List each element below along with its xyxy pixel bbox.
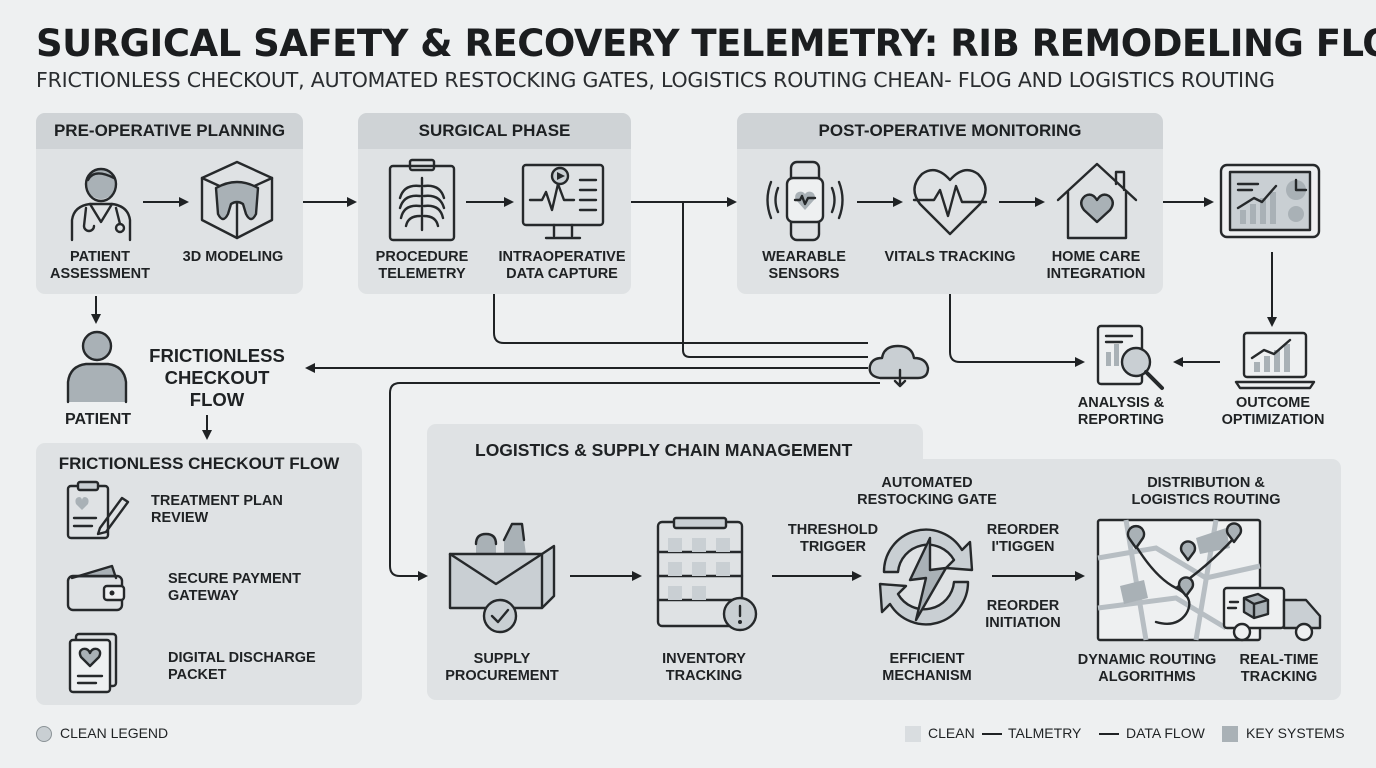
home-heart-icon xyxy=(1054,160,1140,242)
intraoperative-capture-label: INTRAOPERATIVE DATA CAPTURE xyxy=(498,249,626,282)
supply-procurement-label: SUPPLY PROCUREMENT xyxy=(445,651,559,684)
delivery-truck-icon xyxy=(1220,582,1326,644)
surgical-panel: SURGICAL PHASE xyxy=(358,113,631,294)
outcome-optimization-label: OUTCOME OPTIMIZATION xyxy=(1221,395,1325,428)
monitor-ecg-icon xyxy=(520,162,606,242)
restock-cycle-icon xyxy=(870,520,982,634)
legend-telemetry-label: TALMETRY xyxy=(1008,725,1082,741)
reorder-trigger-label: REORDER I'TIGGEN xyxy=(986,522,1060,555)
legend-dataflow-label: DATA FLOW xyxy=(1126,725,1205,741)
clipboard-pen-icon xyxy=(64,480,130,542)
distribution-routing-title: DISTRIBUTION & LOGISTICS ROUTING xyxy=(1131,475,1281,508)
logistics-title: LOGISTICS & SUPPLY CHAIN MANAGEMENT xyxy=(475,440,853,460)
legend-dataflow-swatch xyxy=(1099,733,1119,735)
procedure-telemetry-label: PROCEDURE TELEMETRY xyxy=(375,249,469,282)
laptop-chart-icon xyxy=(1234,330,1316,390)
legend-left-swatch xyxy=(36,726,52,742)
3d-modeling-label: 3D MODELING xyxy=(182,249,284,265)
patient-icon xyxy=(64,326,130,404)
post-op-title: POST-OPERATIVE MONITORING xyxy=(737,113,1163,149)
report-magnifier-icon xyxy=(1092,322,1172,392)
reorder-initiation-label: REORDER INITIATION xyxy=(985,598,1061,631)
legend-clean-label: CLEAN xyxy=(928,725,975,741)
page-subtitle: FRICTIONLESS CHECKOUT, AUTOMATED RESTOCK… xyxy=(36,68,1275,92)
3d-model-icon xyxy=(196,158,278,242)
restocking-gate-title: AUTOMATED RESTOCKING GATE xyxy=(857,475,997,508)
patient-assessment-label: PATIENT ASSESSMENT xyxy=(50,249,150,282)
treatment-plan-label: TREATMENT PLAN REVIEW xyxy=(151,493,283,526)
inventory-shelf-icon xyxy=(652,516,762,634)
document-heart-icon xyxy=(66,632,120,694)
pre-op-title: PRE-OPERATIVE PLANNING xyxy=(36,113,303,149)
route-map-icon xyxy=(1096,518,1262,646)
tablet-dashboard-icon xyxy=(1218,162,1322,240)
legend-telemetry-swatch xyxy=(982,733,1002,735)
xray-ribs-icon xyxy=(386,158,458,244)
realtime-tracking-label: REAL-TIME TRACKING xyxy=(1239,652,1319,685)
smartwatch-icon xyxy=(764,160,846,242)
legend-keysystems-label: KEY SYSTEMS xyxy=(1246,725,1345,741)
legend-left-label: CLEAN LEGEND xyxy=(60,725,169,741)
threshold-trigger-label: THRESHOLD TRIGGER xyxy=(787,522,879,555)
patient-label: PATIENT xyxy=(64,411,132,428)
surgical-title: SURGICAL PHASE xyxy=(358,113,631,149)
wallet-icon xyxy=(64,560,128,614)
legend-keysystems-swatch xyxy=(1222,726,1238,742)
heart-pulse-icon xyxy=(910,166,990,238)
supply-box-icon xyxy=(446,516,558,634)
dynamic-routing-label: DYNAMIC ROUTING ALGORITHMS xyxy=(1077,652,1217,685)
doctor-icon xyxy=(66,160,136,242)
analysis-reporting-label: ANALYSIS & REPORTING xyxy=(1077,395,1165,428)
legend-clean-swatch xyxy=(905,726,921,742)
checkout-title: FRICTIONLESS CHECKOUT FLOW xyxy=(58,454,340,473)
page-title: SURGICAL SAFETY & RECOVERY TELEMETRY: RI… xyxy=(36,22,1376,65)
digital-discharge-label: DIGITAL DISCHARGE PACKET xyxy=(168,650,316,683)
vitals-tracking-label: VITALS TRACKING xyxy=(884,249,1016,265)
wearable-sensors-label: WEARABLE SENSORS xyxy=(762,249,846,282)
checkout-flow-heading: FRICTIONLESS CHECKOUT FLOW xyxy=(149,345,285,410)
home-care-label: HOME CARE INTEGRATION xyxy=(1046,249,1146,282)
pre-op-panel: PRE-OPERATIVE PLANNING xyxy=(36,113,303,294)
inventory-tracking-label: INVENTORY TRACKING xyxy=(662,651,746,684)
cloud-icon xyxy=(866,340,932,390)
secure-payment-label: SECURE PAYMENT GATEWAY xyxy=(168,571,301,604)
efficient-mechanism-label: EFFICIENT MECHANISM xyxy=(882,651,972,684)
